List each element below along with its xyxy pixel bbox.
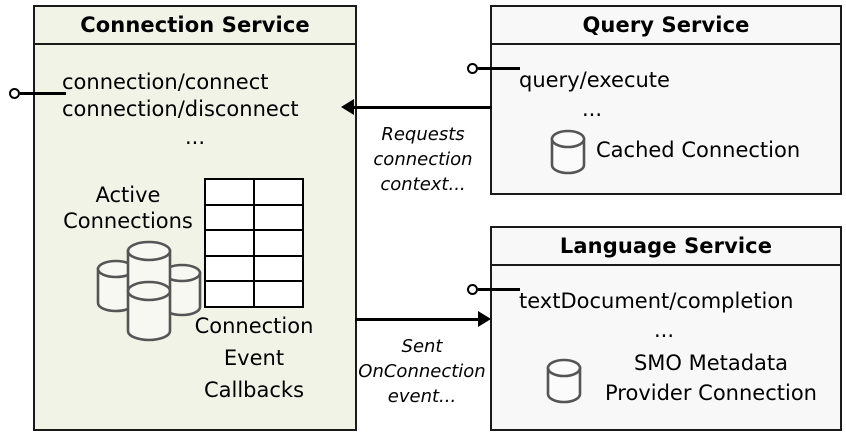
component-query-service[interactable]: Query Service query/execute ... Cached C… — [490, 5, 842, 195]
active-connections-label-line2: Connections — [63, 209, 193, 233]
grid-cell — [206, 180, 255, 204]
connector-connection-to-language-label-line2: OnConnection — [358, 361, 486, 382]
lollipop-icon — [9, 88, 20, 99]
grid-cell — [206, 231, 255, 255]
connection-event-callbacks-label-line3: Callbacks — [203, 378, 305, 402]
grid-cell — [255, 282, 302, 306]
language-service-title: Language Service — [492, 228, 840, 266]
smo-metadata-provider-cylinder-icon — [544, 358, 586, 406]
connector-connection-to-language-arrowhead — [478, 311, 491, 327]
query-service-ellipsis: ... — [581, 97, 603, 121]
connector-connection-to-language-label-line1: Sent — [401, 336, 443, 357]
component-language-service[interactable]: Language Service textDocument/completion… — [490, 226, 842, 431]
grid-cell — [255, 257, 302, 281]
grid-cell — [206, 282, 255, 306]
lollipop-stem — [478, 288, 520, 291]
query-service-provided-interface[interactable] — [467, 63, 520, 79]
language-service-ellipsis: ... — [653, 318, 675, 342]
component-connection-service[interactable]: Connection Service connection/connect co… — [33, 5, 357, 431]
connection-service-operation-disconnect[interactable]: connection/disconnect — [62, 97, 299, 121]
grid-cell — [255, 231, 302, 255]
language-service-operation-completion[interactable]: textDocument/completion — [519, 289, 794, 313]
query-service-operation-execute[interactable]: query/execute — [519, 68, 670, 92]
query-service-title: Query Service — [492, 7, 840, 45]
grid-cell — [206, 256, 255, 281]
language-service-provided-interface[interactable] — [467, 284, 520, 300]
connector-query-to-connection-label-line3: context... — [380, 174, 466, 195]
grid-row — [206, 180, 302, 206]
grid-row — [206, 205, 302, 232]
grid-cell — [255, 206, 302, 230]
lollipop-icon — [467, 284, 478, 295]
grid-row — [206, 231, 302, 257]
grid-row — [206, 282, 302, 306]
active-connections-label-line1: Active — [95, 183, 161, 207]
connection-event-callbacks-grid-icon — [204, 178, 304, 308]
connector-query-to-connection-line — [354, 106, 492, 109]
connection-event-callbacks-label-line2: Event — [223, 346, 285, 370]
connection-event-callbacks-label-line1: Connection — [194, 314, 314, 338]
connection-service-operation-connect[interactable]: connection/connect — [62, 70, 269, 94]
connection-service-title: Connection Service — [35, 7, 355, 45]
connection-service-ellipsis: ... — [184, 125, 206, 149]
lollipop-stem — [20, 92, 66, 95]
grid-row — [206, 256, 302, 283]
connector-query-to-connection-label-line1: Requests — [381, 124, 465, 145]
cached-connection-cylinder-icon — [548, 129, 590, 177]
smo-metadata-provider-label-line1: SMO Metadata — [633, 351, 789, 375]
lollipop-stem — [478, 67, 520, 70]
connection-service-provided-interface[interactable] — [9, 88, 66, 104]
connector-query-to-connection-label-line2: connection — [373, 149, 473, 170]
connector-connection-to-language-label-line3: event... — [387, 386, 457, 407]
cached-connection-label: Cached Connection — [596, 138, 801, 162]
grid-cell — [206, 205, 255, 230]
lollipop-icon — [467, 63, 478, 74]
connector-connection-to-language-line — [355, 318, 479, 321]
smo-metadata-provider-label-line2: Provider Connection — [605, 381, 817, 405]
connector-query-to-connection-arrowhead — [341, 99, 354, 115]
active-connections-cylinder-cluster-icon — [88, 240, 216, 353]
grid-cell — [255, 180, 302, 204]
